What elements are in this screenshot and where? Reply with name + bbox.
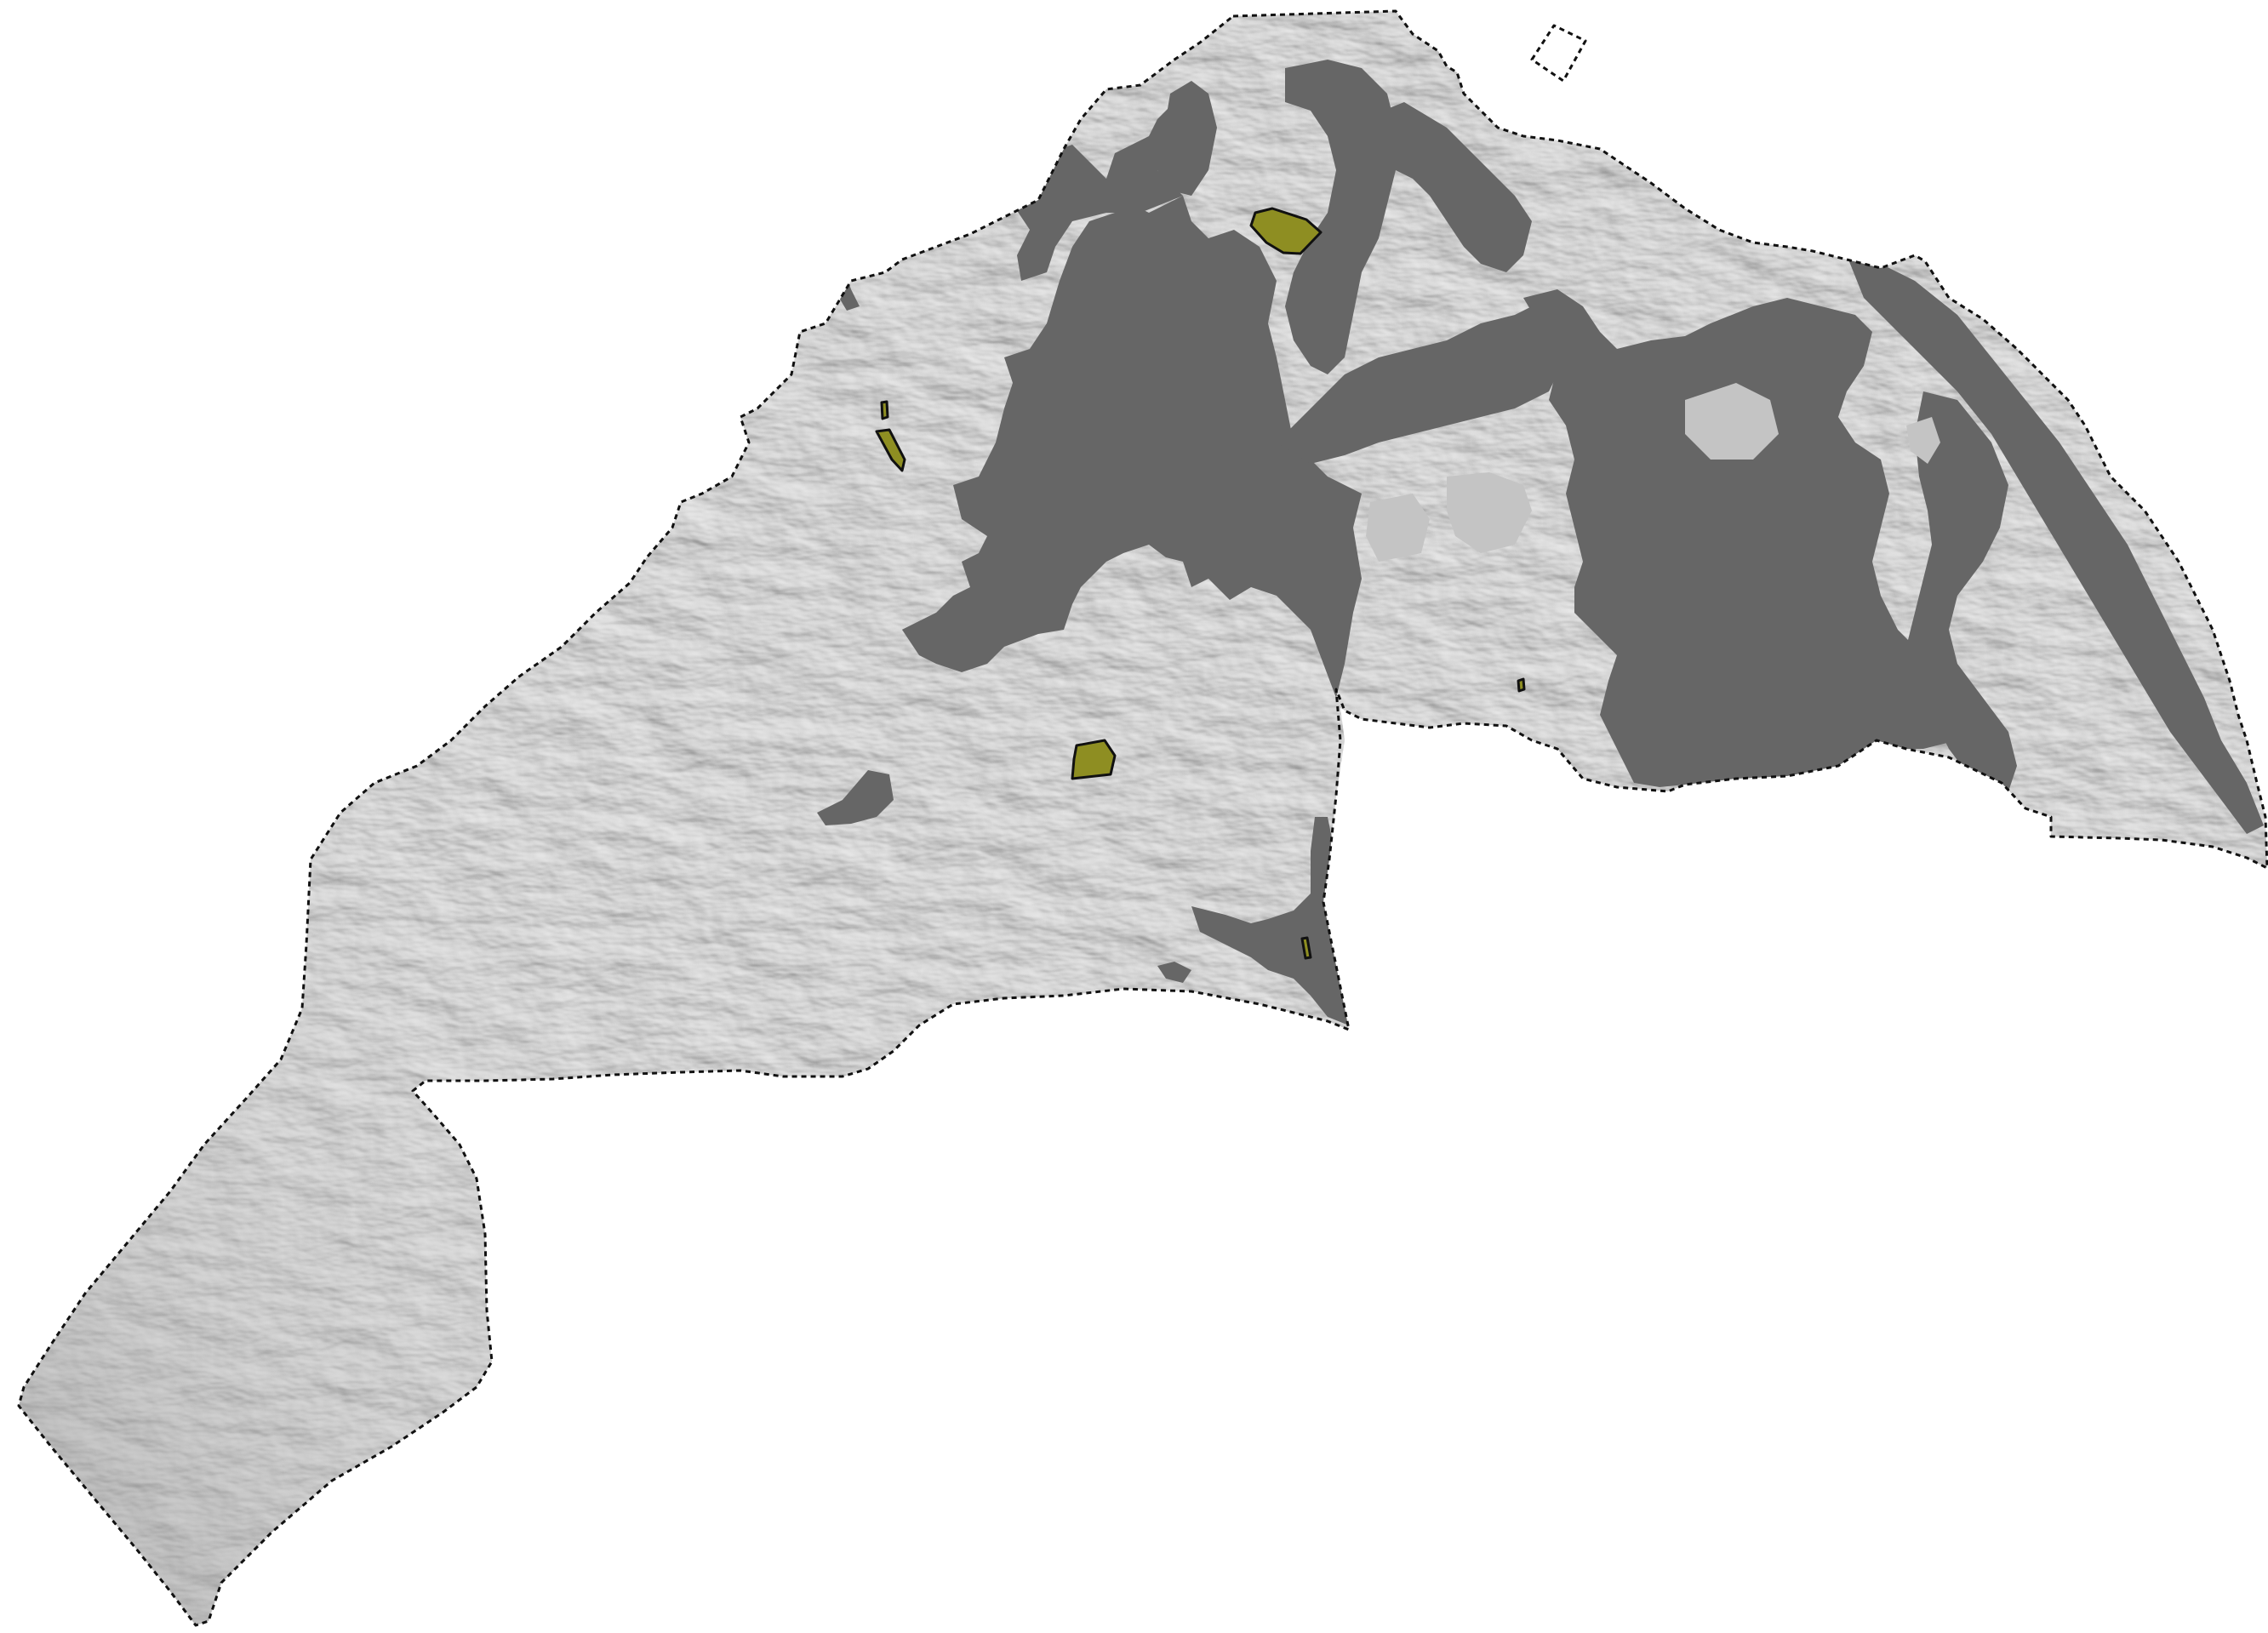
site-north[interactable] bbox=[1249, 207, 1323, 255]
landcover-south-patch bbox=[1191, 817, 1349, 1025]
landcover-layer bbox=[817, 60, 2264, 1025]
site-central[interactable] bbox=[1071, 739, 1117, 780]
sites-layer[interactable] bbox=[875, 207, 1526, 960]
landcover-east-fragment bbox=[1906, 391, 2017, 791]
site-northwest[interactable] bbox=[875, 428, 906, 472]
light-patch-2 bbox=[1447, 472, 1532, 553]
landcover-connecting-band bbox=[1277, 306, 1566, 464]
landcover-east-corridor bbox=[1847, 255, 2264, 834]
light-patch-3 bbox=[1685, 383, 1779, 460]
landcover-north-band bbox=[1285, 60, 1396, 374]
site-northwest-small[interactable] bbox=[880, 400, 889, 420]
site-south-small[interactable] bbox=[1300, 936, 1312, 960]
landcover-central-mass bbox=[902, 196, 1362, 698]
landcover-north-lobe bbox=[1013, 102, 1183, 281]
study-area-boundary bbox=[17, 9, 2268, 1627]
detached-parcel-boundary bbox=[1530, 24, 1587, 83]
landcover-east-mass bbox=[1523, 289, 1957, 787]
boundary-layer bbox=[17, 9, 2268, 1627]
site-east-small[interactable] bbox=[1517, 677, 1526, 693]
landcover-west-patch bbox=[817, 770, 894, 825]
landcover-north-strip bbox=[1149, 81, 1217, 196]
light-patch-4 bbox=[1906, 417, 1940, 464]
landcover-diagonal-corridor bbox=[1362, 102, 1532, 272]
landcover-west-extension bbox=[902, 596, 1004, 672]
light-patch-1 bbox=[1366, 494, 1430, 562]
light-patches bbox=[1366, 383, 1940, 562]
landcover-south-small bbox=[1157, 962, 1191, 983]
